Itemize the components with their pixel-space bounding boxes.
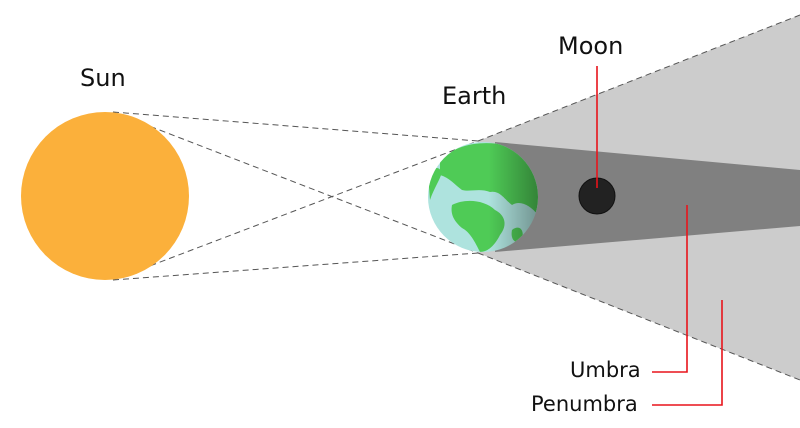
penumbra-leader	[652, 300, 723, 406]
moon-label: Moon	[558, 32, 624, 60]
penumbra-label: Penumbra	[531, 392, 638, 416]
earth	[428, 142, 538, 252]
leader-lines	[596, 66, 723, 406]
earth-label: Earth	[442, 82, 507, 110]
sun	[21, 112, 189, 280]
umbra-leader	[652, 205, 688, 373]
umbra-region	[495, 142, 800, 252]
sun-label: Sun	[80, 64, 126, 92]
light-rays	[112, 14, 800, 381]
umbra-label: Umbra	[570, 358, 641, 382]
